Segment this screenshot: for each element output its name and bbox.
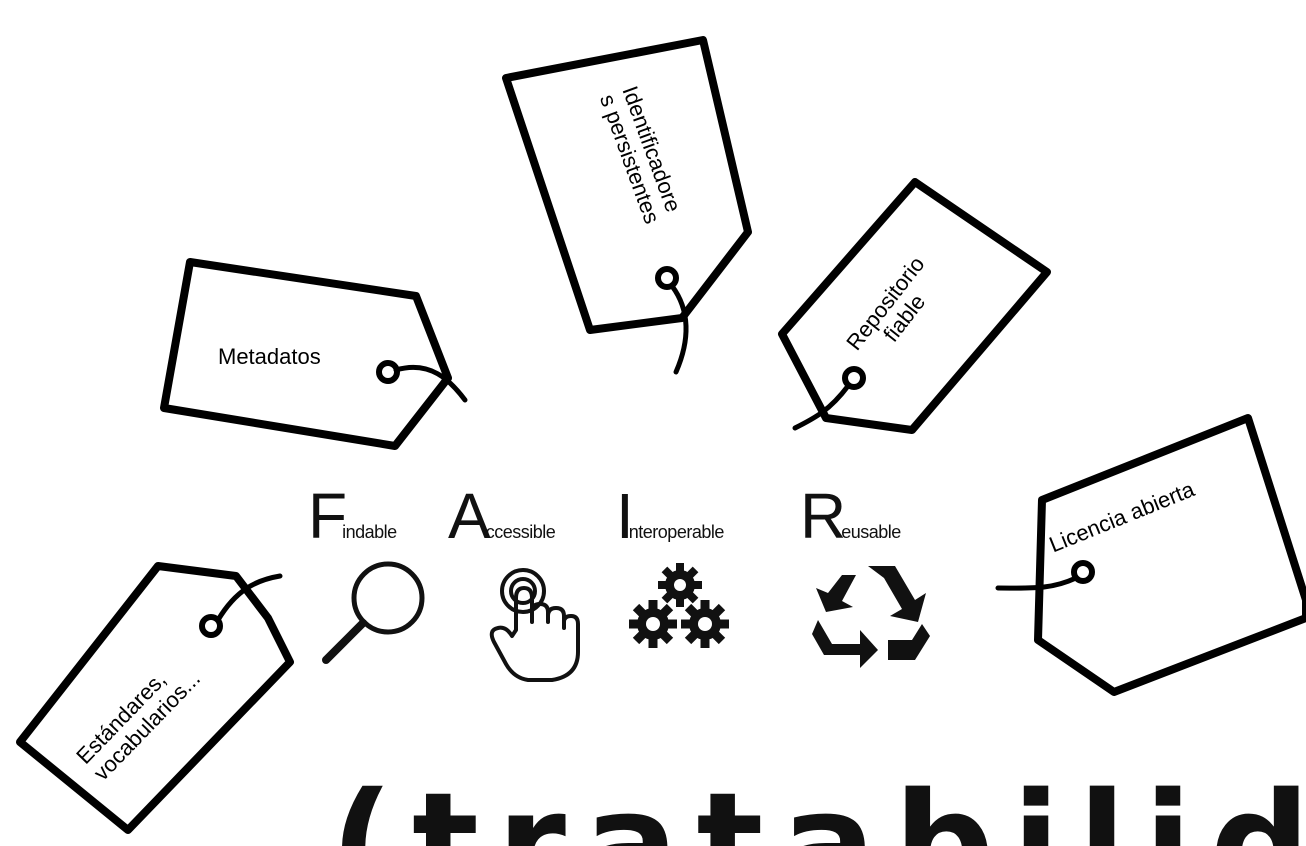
fair-reusable: R eusable	[800, 480, 901, 552]
word-findable: indable	[342, 522, 397, 542]
magnifier-icon	[322, 561, 425, 664]
word-interoperable: nteroperable	[628, 522, 725, 542]
letter-i: I	[616, 480, 634, 552]
letter-f: F	[308, 480, 347, 552]
gears-icon	[629, 563, 729, 648]
tag-estandares	[16, 562, 294, 834]
word-reusable: eusable	[841, 522, 901, 542]
fair-findable: F indable	[308, 480, 397, 552]
fair-accessible: A ccessible	[448, 480, 556, 552]
touch-hand-icon	[489, 568, 580, 682]
tag-repositorio	[778, 178, 1051, 434]
tag-identificadores	[502, 36, 752, 375]
tag-label-metadatos: Metadatos	[218, 344, 321, 369]
fair-interoperable: I nteroperable	[616, 480, 725, 552]
word-accessible: ccessible	[485, 522, 556, 542]
bottom-title: (tratabilidad)	[330, 775, 1306, 846]
tag-metadatos	[160, 258, 468, 450]
tag-licencia	[995, 414, 1306, 696]
letter-a: A	[448, 480, 491, 552]
letter-r: R	[800, 480, 846, 552]
recycle-icon	[812, 566, 930, 668]
